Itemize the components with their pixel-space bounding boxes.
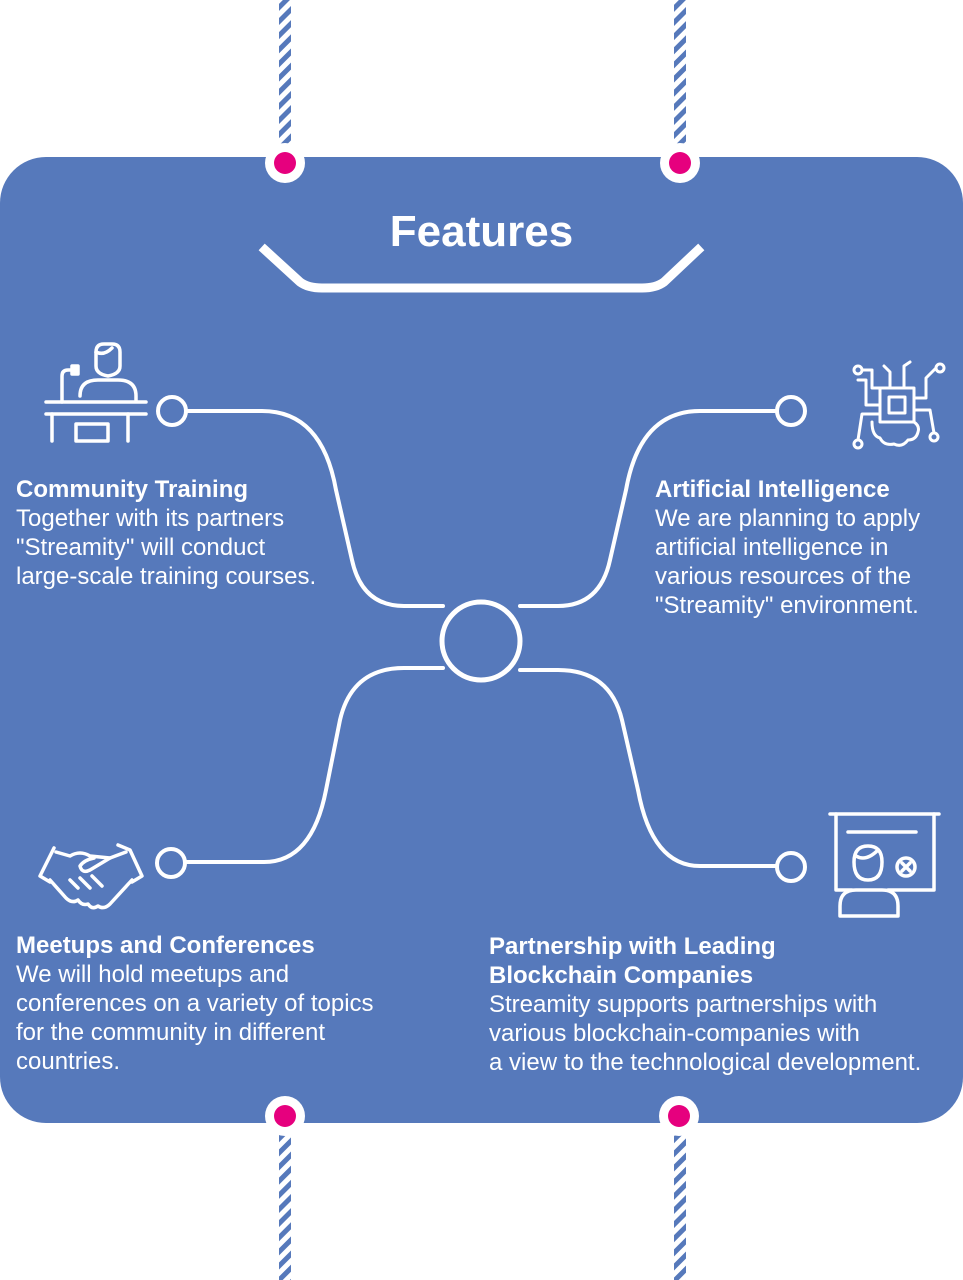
line-bottom-left <box>184 666 445 864</box>
feature-description: We are planning to apply artificial inte… <box>655 505 921 619</box>
feature-description: We will hold meetups and conferences on … <box>16 961 374 1075</box>
feature-heading: Community Training <box>16 476 249 503</box>
feature-community-training: Community Training Together with its par… <box>16 475 396 591</box>
feature-artificial-intelligence: Artificial Intelligence We are planning … <box>655 475 960 620</box>
title-underline <box>258 243 705 293</box>
dot-top-right <box>669 152 691 174</box>
feature-meetups-conferences: Meetups and Conferences We will hold mee… <box>16 931 436 1076</box>
feature-description: Together with its partners "Streamity" w… <box>16 505 317 590</box>
endpoint-bottom-right <box>775 851 807 883</box>
ai-chip-brain-icon <box>852 360 946 450</box>
connector-posts <box>279 0 686 1280</box>
line-top-right <box>518 409 778 608</box>
hub-circle <box>439 599 523 683</box>
dot-bottom-right <box>668 1105 690 1127</box>
feature-heading: Partnership with Leading Blockchain Comp… <box>489 933 776 989</box>
endpoint-top-left <box>156 395 188 427</box>
connector-dots <box>265 143 700 1136</box>
endpoint-top-right <box>775 395 807 427</box>
post-bottom-right <box>674 1128 686 1280</box>
line-top-left <box>184 409 445 608</box>
feature-heading: Artificial Intelligence <box>655 476 890 503</box>
dot-bottom-left <box>274 1105 296 1127</box>
post-top-right <box>674 0 686 150</box>
endpoint-bottom-left <box>155 847 187 879</box>
connection-lines <box>184 409 778 868</box>
line-bottom-right <box>518 668 778 868</box>
lecturer-podium-icon <box>44 342 148 443</box>
dot-top-left <box>274 152 296 174</box>
handshake-icon <box>38 843 144 910</box>
post-top-left <box>279 0 291 150</box>
feature-blockchain-partnership: Partnership with Leading Blockchain Comp… <box>489 932 959 1077</box>
endpoint-circles <box>155 395 807 883</box>
feature-heading: Meetups and Conferences <box>16 932 315 959</box>
presentation-board-icon <box>828 812 941 918</box>
feature-description: Streamity supports partnerships with var… <box>489 991 922 1076</box>
page-title: Features <box>389 207 574 256</box>
post-bottom-left <box>279 1128 291 1280</box>
